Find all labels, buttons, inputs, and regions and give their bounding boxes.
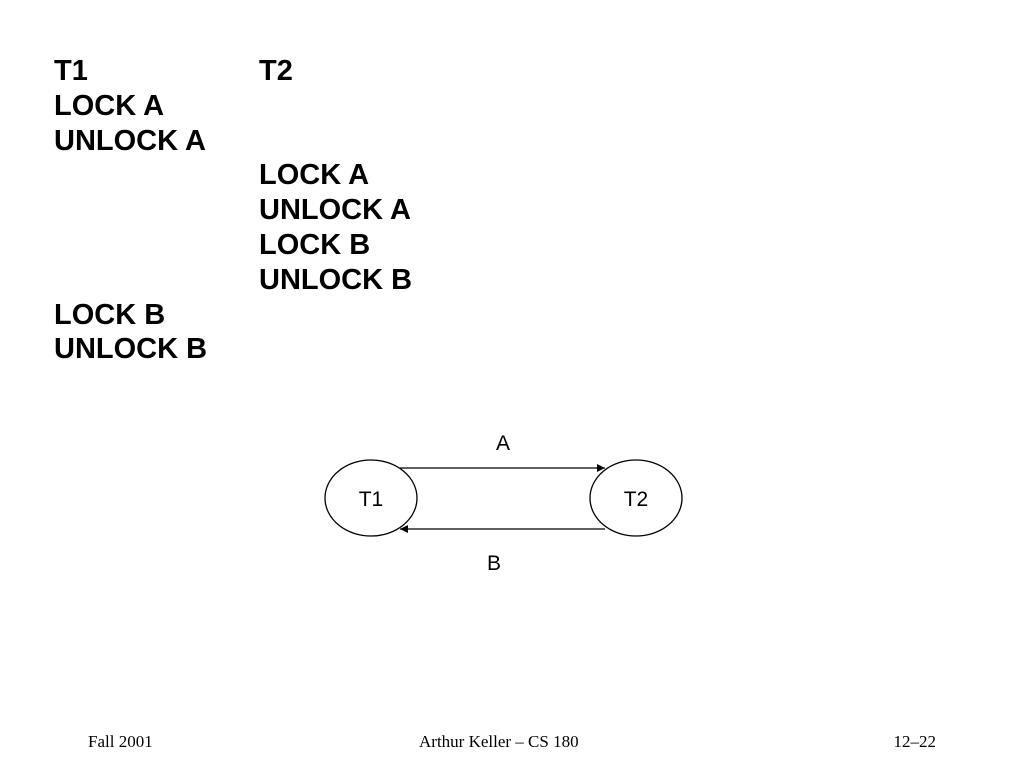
graph-edge-b-label: B <box>487 552 501 575</box>
schedule-header-t2: T2 <box>259 55 293 87</box>
schedule-row: LOCK A <box>54 89 519 124</box>
schedule-row: UNLOCK B <box>54 263 519 298</box>
graph-node-t2-label: T2 <box>624 488 649 511</box>
footer-slide-number: 12–22 <box>893 732 937 751</box>
schedule-cell-t1: UNLOCK B <box>54 333 208 366</box>
schedule-row: UNLOCK B <box>54 332 519 367</box>
graph-node-t1 <box>324 459 418 537</box>
schedule-header-t1: T1 <box>54 55 88 87</box>
schedule-cell-t1: LOCK B <box>54 298 166 331</box>
schedule-cell-t2: LOCK A <box>259 159 370 192</box>
graph-node-t2 <box>589 459 683 537</box>
footer-term: Fall 2001 <box>88 732 153 751</box>
schedule-cell-t2: UNLOCK A <box>259 194 411 227</box>
schedule-cell-t1: UNLOCK A <box>54 124 206 157</box>
graph-node-t1-label: T1 <box>359 488 384 511</box>
schedule-row: LOCK A <box>54 158 519 193</box>
schedule-row: UNLOCK A <box>54 124 519 159</box>
schedule-cell-t2: UNLOCK B <box>259 263 413 296</box>
schedule-header-row: T1 T2 <box>54 54 519 89</box>
schedule-row: LOCK B <box>54 228 519 263</box>
schedule-cell-t2: LOCK B <box>259 228 371 261</box>
schedule-row: LOCK B <box>54 298 519 333</box>
graph-edge-a-label: A <box>496 432 510 455</box>
schedule-row: UNLOCK A <box>54 193 519 228</box>
schedule-cell-t1: LOCK A <box>54 89 165 122</box>
lock-schedule-table: T1 T2 LOCK A UNLOCK A LOCK A UNLOCK A LO… <box>54 54 519 367</box>
footer-author-course: Arthur Keller – CS 180 <box>419 732 579 751</box>
